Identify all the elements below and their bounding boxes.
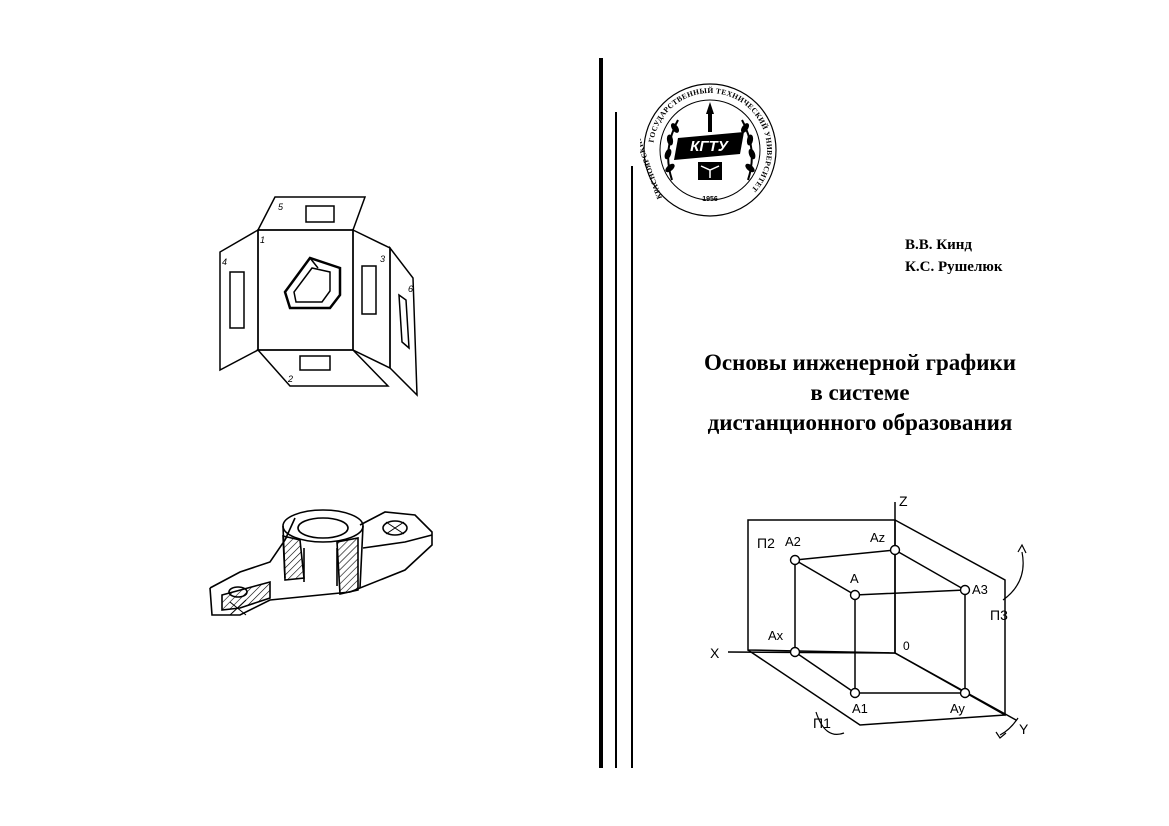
author-2: К.С. Рушелюк [905,259,1003,275]
view-label-5: 5 [278,202,284,212]
plane-p1-label: П1 [813,715,831,731]
view-label-6: 6 [408,284,413,294]
projection-points [789,544,971,699]
axis-y-label: Y [1019,721,1029,737]
view-label-3: 3 [380,254,385,264]
emblem-band: КГТУ [674,132,744,160]
torch-icon [706,102,714,132]
divider-line-middle [615,112,617,768]
title-line-1: Основы инженерной графики [704,350,1016,375]
seal-emblem-text: КГТУ [690,138,730,155]
authors-block: В.В. Кинд К.С. Рушелюк [905,234,1105,278]
plane-p3-label: П3 [990,607,1008,623]
sectioned-part-illustration [209,509,433,616]
origin-label: 0 [903,639,910,653]
point-a2-label: A2 [785,534,801,549]
view-label-1: 1 [260,235,265,245]
point-az-label: Az [870,530,885,545]
title-line-2: в системе [810,380,910,405]
laurel-wreath [664,119,756,181]
view-label-4: 4 [222,257,227,267]
book-icon [698,162,722,180]
axis-z-label: Z [899,493,908,509]
point-a-label: A [850,571,859,586]
point-ay-label: Ay [950,701,965,716]
point-ax-label: Ax [768,628,784,643]
point-a3-label: A3 [972,582,988,597]
author-1: В.В. Кинд [905,237,973,253]
axis-x-label: X [710,645,720,661]
divider-line-thin [631,166,633,768]
plane-p2-label: П2 [757,535,775,551]
projection-planes-diagram: Z X Y 0 П2 П3 П1 A2 Az A A3 Ax A1 Ay [710,493,1029,739]
university-seal: ГОСУДАРСТВЕННЫЙ ТЕХНИЧЕСКИЙ УНИВЕРСИТЕТ … [640,83,777,217]
point-a1-label: A1 [852,701,868,716]
projection-box-illustration: 1 2 3 4 5 6 [219,196,418,397]
divider-line-thick [599,58,603,768]
book-title: Основы инженерной графики в системе дист… [640,348,1080,438]
seal-year: 1956 [702,196,718,203]
title-line-3: дистанционного образования [707,410,1013,435]
view-label-2: 2 [287,374,293,384]
